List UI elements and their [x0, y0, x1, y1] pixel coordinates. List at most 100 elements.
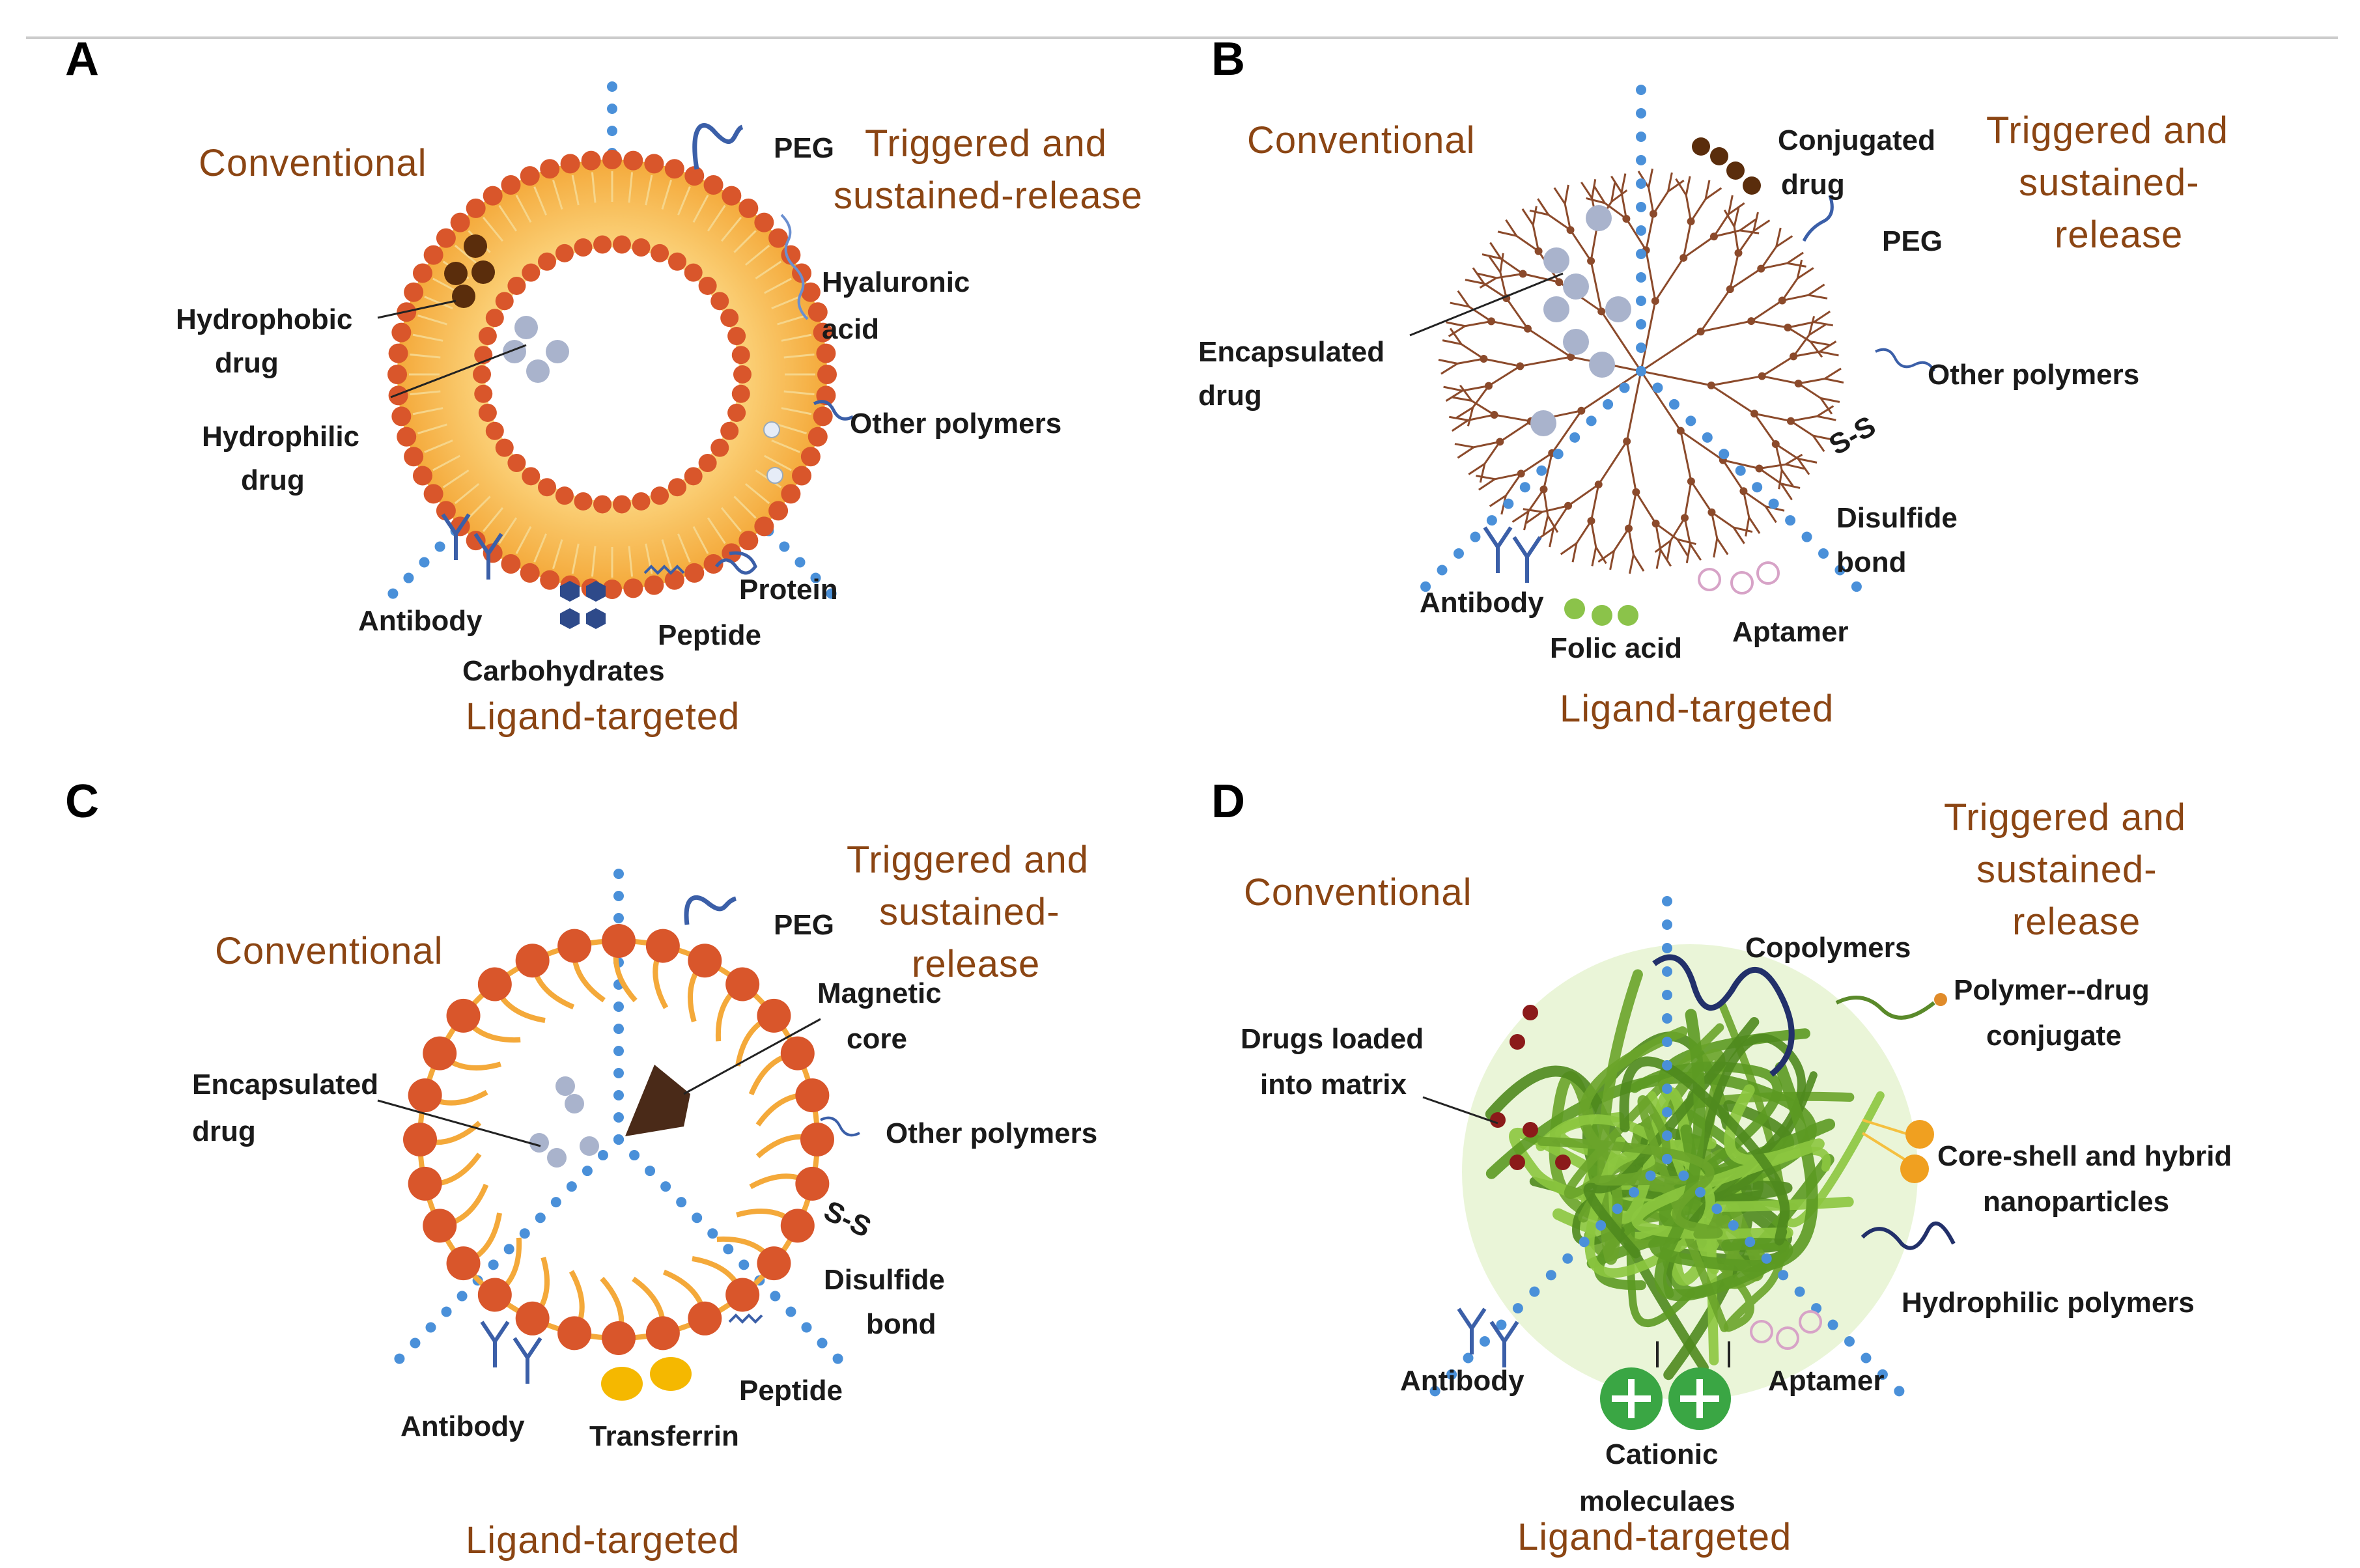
label-disulfide: Disulfide — [1836, 502, 1958, 534]
label-other-polymers: Other polymers — [850, 408, 1061, 440]
antibody-icon — [480, 1321, 542, 1384]
panel-letter: C — [65, 776, 99, 828]
label-conventional: Conventional — [1247, 119, 1476, 161]
label-hydrophobic: Hydrophobic — [176, 303, 352, 335]
label-peptide: Peptide — [658, 619, 761, 651]
copolymer-chain — [1652, 954, 1795, 1077]
label-hyaluronic: Hyaluronic — [822, 266, 970, 298]
label-peg: PEG — [1882, 225, 1943, 257]
label-ligand: Ligand-targeted — [1517, 1516, 1791, 1558]
label-ligand: Ligand-targeted — [466, 1519, 740, 1561]
label-conventional: Conventional — [199, 142, 427, 184]
label-aptamer: Aptamer — [1768, 1365, 1885, 1397]
core-shell-particles — [1900, 1120, 1934, 1183]
label-ligand: Ligand-targeted — [1560, 688, 1834, 730]
label-peg: PEG — [774, 132, 834, 164]
label-disulfide-symbol: S-S — [1824, 410, 1881, 462]
label-triggered-2: sustained- — [879, 891, 1060, 933]
label-triggered-2: sustained-release — [834, 175, 1143, 217]
encapsulated-drug-dots — [1530, 205, 1631, 436]
hyaluronic-chain — [780, 214, 809, 320]
polymer-chain — [813, 400, 854, 421]
label-triggered-3: release — [2012, 901, 2141, 943]
label-encapsulated-drug: drug — [192, 1115, 256, 1147]
outer-lipid-heads — [387, 150, 837, 599]
antibody-icon — [1457, 1308, 1519, 1367]
label-triggered-3: release — [912, 943, 1040, 985]
lipid-tails — [409, 171, 815, 578]
label-triggered-1: Triggered and — [1944, 796, 2186, 839]
label-polymer-drug: Polymer--drug — [1954, 974, 2150, 1006]
label-other-polymers: Other polymers — [1928, 359, 2139, 391]
label-conventional: Conventional — [1244, 871, 1472, 914]
polymer-chain — [820, 1116, 860, 1137]
inner-lipid-heads — [473, 235, 752, 514]
dotted-axes — [1429, 896, 1905, 1397]
loaded-drug-dots — [1490, 1005, 1571, 1170]
label-antibody: Antibody — [358, 605, 483, 637]
protein-icon — [715, 551, 757, 575]
panel-letter: B — [1211, 33, 1245, 85]
label-triggered-2: sustained- — [2019, 161, 2200, 204]
label-triggered-2: sustained- — [1976, 848, 2157, 891]
panel-b-dendrimer: B S-S Conventional Triggere — [1198, 33, 2228, 730]
label-hyaluronic-acid: acid — [822, 313, 879, 345]
label-disulfide-symbol: S-S — [819, 1195, 876, 1244]
panel-a-liposome: A — [65, 33, 1143, 738]
label-moleculaes: moleculaes — [1579, 1485, 1735, 1517]
label-hydrophilic-polymers: Hydrophilic polymers — [1902, 1287, 2195, 1319]
panel-letter: D — [1211, 776, 1245, 828]
label-antibody: Antibody — [1400, 1365, 1524, 1397]
label-carbohydrates: Carbohydrates — [462, 655, 665, 687]
label-disulfide: Disulfide — [824, 1264, 945, 1296]
label-core-shell: Core-shell and hybrid — [1937, 1140, 2232, 1172]
label-conjugated-drug: drug — [1781, 169, 1845, 201]
label-hydrophilic: Hydrophilic — [202, 421, 359, 453]
label-copolymers: Copolymers — [1745, 932, 1911, 964]
label-hydrophilic-drug: drug — [241, 464, 305, 496]
label-triggered-1: Triggered and — [847, 839, 1089, 881]
label-disulfide-bond: bond — [1836, 546, 1907, 578]
cationic-molecule-icons — [1600, 1341, 1731, 1430]
carbohydrate-icon — [560, 581, 606, 629]
magnetic-arrow — [683, 1018, 821, 1095]
label-conventional: Conventional — [215, 930, 443, 972]
encapsulated-arrow — [1409, 272, 1564, 337]
peptide-icon — [643, 565, 685, 575]
transferrin-icon — [601, 1357, 692, 1401]
label-hydrophobic-drug: drug — [215, 347, 279, 379]
peg-chain — [684, 895, 737, 925]
peg-chain — [692, 123, 744, 170]
label-encapsulated: Encapsulated — [1198, 336, 1384, 368]
encapsulated-drug-dots — [529, 1076, 599, 1168]
hydrophilic-arrow — [390, 344, 527, 399]
hydrophilic-drug-dots — [503, 316, 569, 383]
aptamer-icon — [1698, 561, 1780, 595]
label-antibody: Antibody — [400, 1410, 525, 1442]
label-triggered-3: release — [2055, 214, 2183, 256]
label-protein: Protein — [739, 574, 838, 606]
label-other-polymers: Other polymers — [886, 1117, 1097, 1149]
polymer-chain — [1875, 348, 1935, 372]
label-aptamer: Aptamer — [1732, 616, 1849, 648]
label-conjugated: Conjugated — [1778, 124, 1935, 156]
label-ligand: Ligand-targeted — [466, 695, 740, 738]
peg-chain — [1802, 195, 1834, 242]
conjugated-drug-dots — [1692, 137, 1761, 195]
antibody-icon — [1483, 526, 1542, 583]
label-disulfide-bond: bond — [866, 1308, 936, 1340]
label-folic-acid: Folic acid — [1550, 632, 1682, 664]
label-conjugate: conjugate — [1986, 1020, 2122, 1052]
label-transferrin: Transferrin — [589, 1420, 739, 1452]
hydrophobic-arrow — [377, 300, 457, 319]
label-drugs-loaded: Drugs loaded — [1241, 1023, 1424, 1055]
polymer-drug-chain — [1835, 996, 1935, 1020]
peptide-icon — [728, 1313, 763, 1324]
drugs-loaded-arrow — [1422, 1096, 1498, 1125]
aptamer-icon — [1750, 1310, 1822, 1350]
label-encapsulated: Encapsulated — [192, 1069, 378, 1100]
aqueous-core — [485, 247, 739, 501]
label-into-matrix: into matrix — [1260, 1069, 1407, 1100]
dotted-axes — [1420, 85, 1862, 592]
